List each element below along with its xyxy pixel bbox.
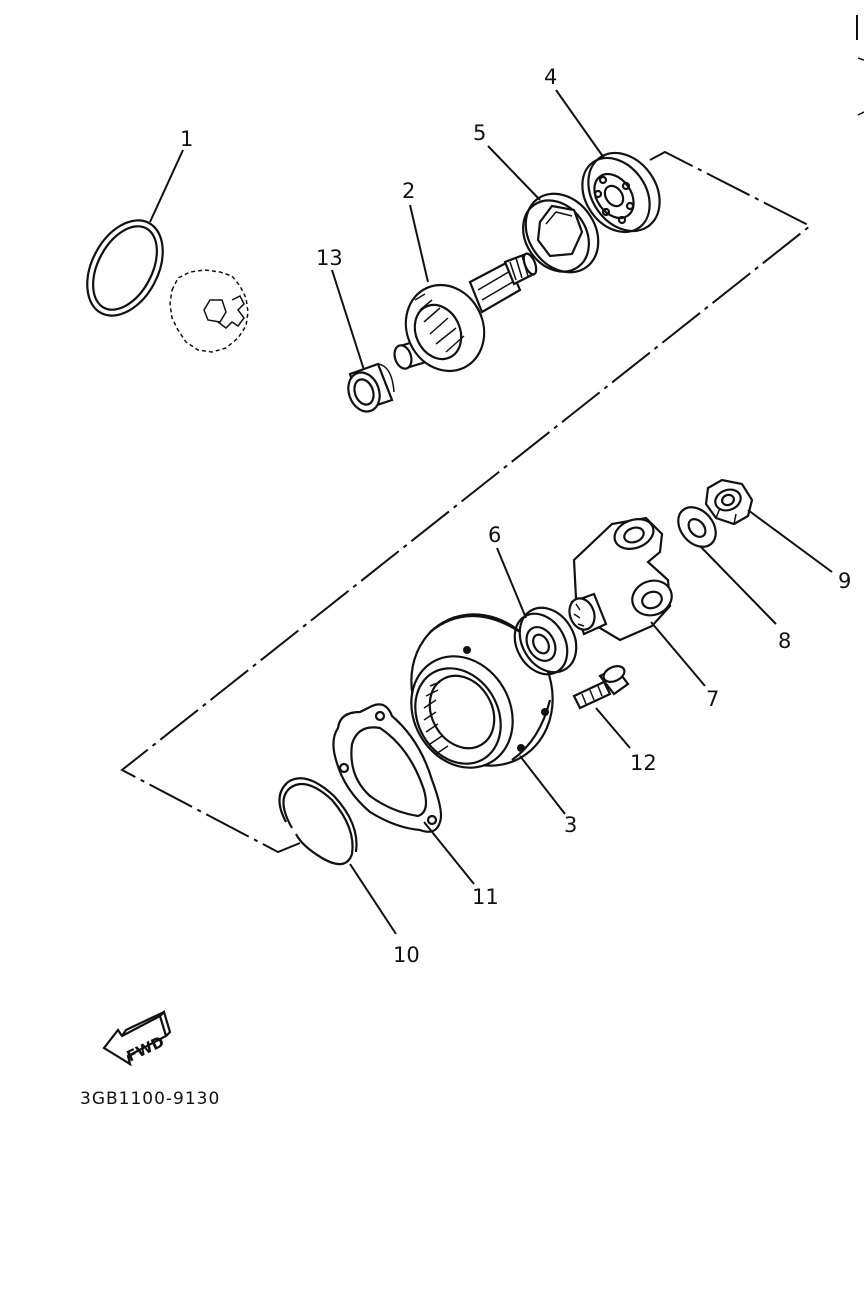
callout-11: 11 [472, 885, 499, 909]
callout-8: 8 [778, 629, 791, 653]
callout-5: 5 [473, 121, 486, 145]
callout-12: 12 [630, 751, 657, 775]
callout-3: 3 [564, 813, 577, 837]
drawing-code: 3GB1100-9130 [80, 1089, 220, 1109]
part-8-washer [677, 506, 717, 548]
callout-13: 13 [316, 246, 343, 270]
part-1-o-ring [86, 219, 164, 317]
callout-7: 7 [706, 687, 719, 711]
part-11-gasket [332, 703, 443, 833]
callout-labels: 1 2 3 4 5 6 7 8 9 10 11 12 13 [180, 65, 851, 967]
phantom-gear-outline [169, 269, 249, 353]
callout-9: 9 [838, 569, 851, 593]
leader-lines [149, 89, 833, 935]
callout-1: 1 [180, 127, 193, 151]
callout-10: 10 [393, 943, 420, 967]
callout-4: 4 [544, 65, 557, 89]
assembly-outline [120, 150, 812, 854]
part-5-hex-seal [522, 192, 600, 274]
part-12-bolt [572, 665, 630, 710]
part-13-bearing-collar [347, 362, 395, 413]
fwd-arrow-icon: FWD [102, 1009, 172, 1067]
page-edge-marks [856, 15, 864, 116]
part-6-small-bearing [513, 606, 578, 676]
callout-6: 6 [488, 523, 501, 547]
part-7-yoke [568, 516, 673, 642]
part-9-nut [704, 478, 754, 526]
part-4-ball-bearing [581, 151, 661, 234]
part-10-snap-ring [278, 777, 358, 866]
part-2-gear-shaft [393, 252, 538, 373]
callout-2: 2 [402, 179, 415, 203]
